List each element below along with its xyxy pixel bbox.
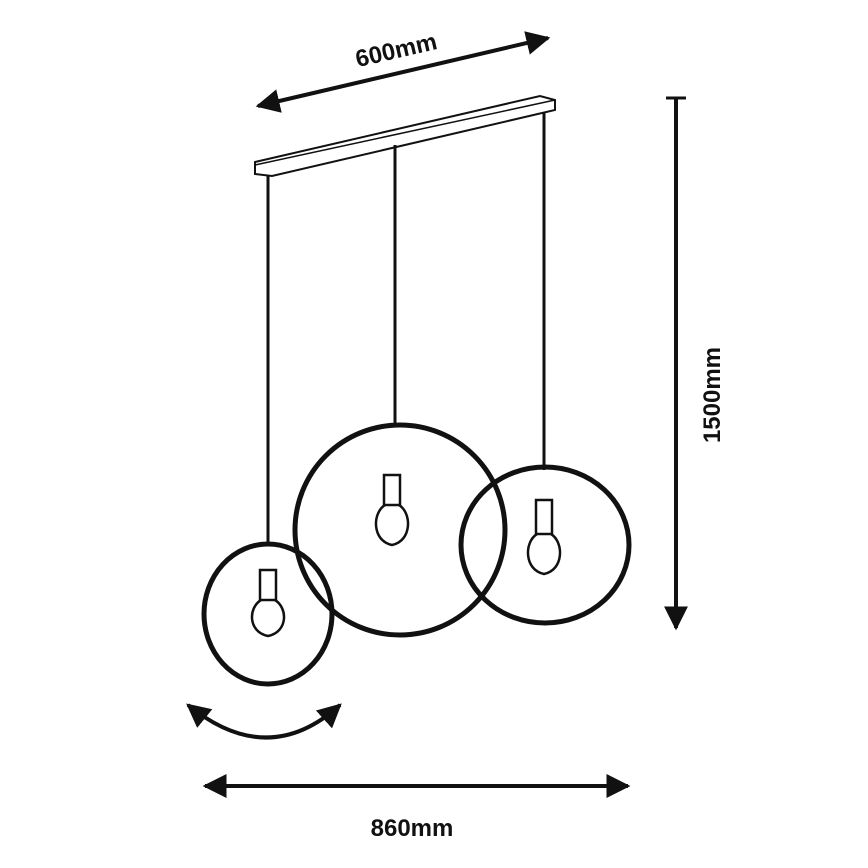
center-ring [292, 422, 508, 638]
total-width-label: 860mm [371, 815, 454, 842]
suspension-cords [266, 112, 546, 545]
total-height-label: 1500mm [699, 347, 726, 443]
rings [201, 422, 632, 687]
rotation-arrow-icon [186, 703, 342, 740]
light-bulb-icon [374, 473, 410, 547]
total-width-dimension: 860mm [202, 774, 631, 842]
total-height-dimension: 1500mm [664, 96, 726, 631]
light-bulb-icon [526, 498, 562, 576]
right-ring [458, 464, 632, 626]
bar-length-dimension: 600mm [255, 28, 551, 113]
light-bulb-icon [250, 568, 286, 638]
left-ring [201, 541, 335, 687]
ceiling-bar [254, 94, 556, 178]
